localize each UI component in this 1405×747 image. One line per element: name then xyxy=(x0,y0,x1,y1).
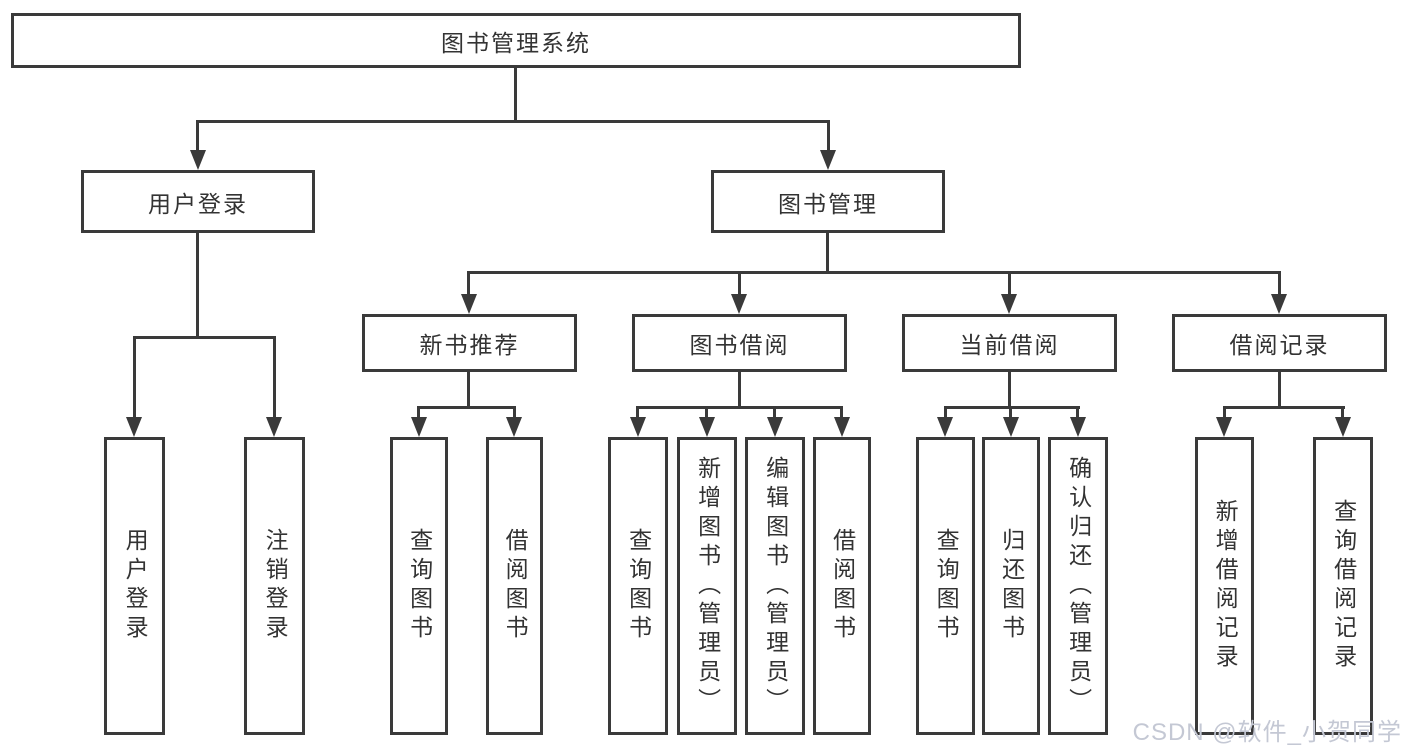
connector-line xyxy=(467,372,470,408)
connector-arrowhead xyxy=(937,417,953,437)
connector-line xyxy=(826,233,829,274)
connector-arrowhead xyxy=(731,294,747,314)
leaf-logout: 注销登录 xyxy=(244,437,305,735)
connector-arrowhead xyxy=(834,417,850,437)
connector-line xyxy=(827,120,830,152)
node-book-management: 图书管理 xyxy=(711,170,945,233)
connector-line xyxy=(1223,406,1345,409)
connector-line xyxy=(944,406,1080,409)
connector-line xyxy=(417,406,420,419)
connector-line xyxy=(1278,271,1281,296)
connector-line xyxy=(133,336,136,418)
leaf-bb-edit-books-admin: 编辑图书（管理员） xyxy=(745,437,805,735)
connector-arrowhead xyxy=(461,294,477,314)
connector-arrowhead xyxy=(1070,417,1086,437)
connector-line xyxy=(705,406,708,419)
connector-line xyxy=(840,406,843,419)
leaf-nb-query-books: 查询图书 xyxy=(390,437,448,735)
connector-arrowhead xyxy=(820,150,836,170)
connector-line xyxy=(1341,406,1344,419)
leaf-user-login: 用户登录 xyxy=(104,437,165,735)
connector-arrowhead xyxy=(126,417,142,437)
connector-line xyxy=(468,271,1281,274)
connector-line xyxy=(1008,271,1011,296)
connector-line xyxy=(417,406,515,409)
connector-arrowhead xyxy=(1003,417,1019,437)
leaf-br-query-record: 查询借阅记录 xyxy=(1313,437,1373,735)
leaf-bb-query-books: 查询图书 xyxy=(608,437,668,735)
connector-line xyxy=(636,406,843,409)
connector-arrowhead xyxy=(411,417,427,437)
connector-arrowhead xyxy=(266,417,282,437)
node-current-borrow: 当前借阅 xyxy=(902,314,1117,372)
connector-line xyxy=(1278,372,1281,408)
connector-line xyxy=(944,406,947,419)
node-user-login: 用户登录 xyxy=(81,170,315,233)
connector-line xyxy=(273,336,276,418)
node-root: 图书管理系统 xyxy=(11,13,1021,68)
connector-line xyxy=(133,336,276,339)
connector-arrowhead xyxy=(1271,294,1287,314)
connector-line xyxy=(514,68,517,123)
connector-arrowhead xyxy=(1001,294,1017,314)
connector-line xyxy=(513,406,516,419)
connector-line xyxy=(1076,406,1079,419)
node-borrow-records: 借阅记录 xyxy=(1172,314,1387,372)
connector-line xyxy=(196,120,199,152)
connector-line xyxy=(738,372,741,408)
connector-arrowhead xyxy=(190,150,206,170)
leaf-bb-borrow-books: 借阅图书 xyxy=(813,437,871,735)
connector-arrowhead xyxy=(1216,417,1232,437)
connector-line xyxy=(1223,406,1226,419)
leaf-cb-confirm-return-admin: 确认归还（管理员） xyxy=(1048,437,1108,735)
connector-line xyxy=(197,120,830,123)
connector-arrowhead xyxy=(630,417,646,437)
connector-line xyxy=(196,233,199,338)
connector-line xyxy=(1009,406,1012,419)
leaf-nb-borrow-books: 借阅图书 xyxy=(486,437,543,735)
leaf-cb-return-books: 归还图书 xyxy=(982,437,1040,735)
connector-arrowhead xyxy=(1335,417,1351,437)
connector-line xyxy=(738,271,741,296)
leaf-cb-query-books: 查询图书 xyxy=(916,437,975,735)
leaf-bb-add-books-admin: 新增图书（管理员） xyxy=(677,437,737,735)
connector-line xyxy=(636,406,639,419)
connector-line xyxy=(1008,372,1011,408)
connector-arrowhead xyxy=(767,417,783,437)
connector-arrowhead xyxy=(506,417,522,437)
node-book-borrow: 图书借阅 xyxy=(632,314,847,372)
node-new-book-recommend: 新书推荐 xyxy=(362,314,577,372)
connector-arrowhead xyxy=(699,417,715,437)
leaf-br-add-record: 新增借阅记录 xyxy=(1195,437,1254,735)
watermark: CSDN @软件_小贺同学 xyxy=(1132,719,1402,746)
connector-line xyxy=(467,271,470,296)
connector-line xyxy=(773,406,776,419)
